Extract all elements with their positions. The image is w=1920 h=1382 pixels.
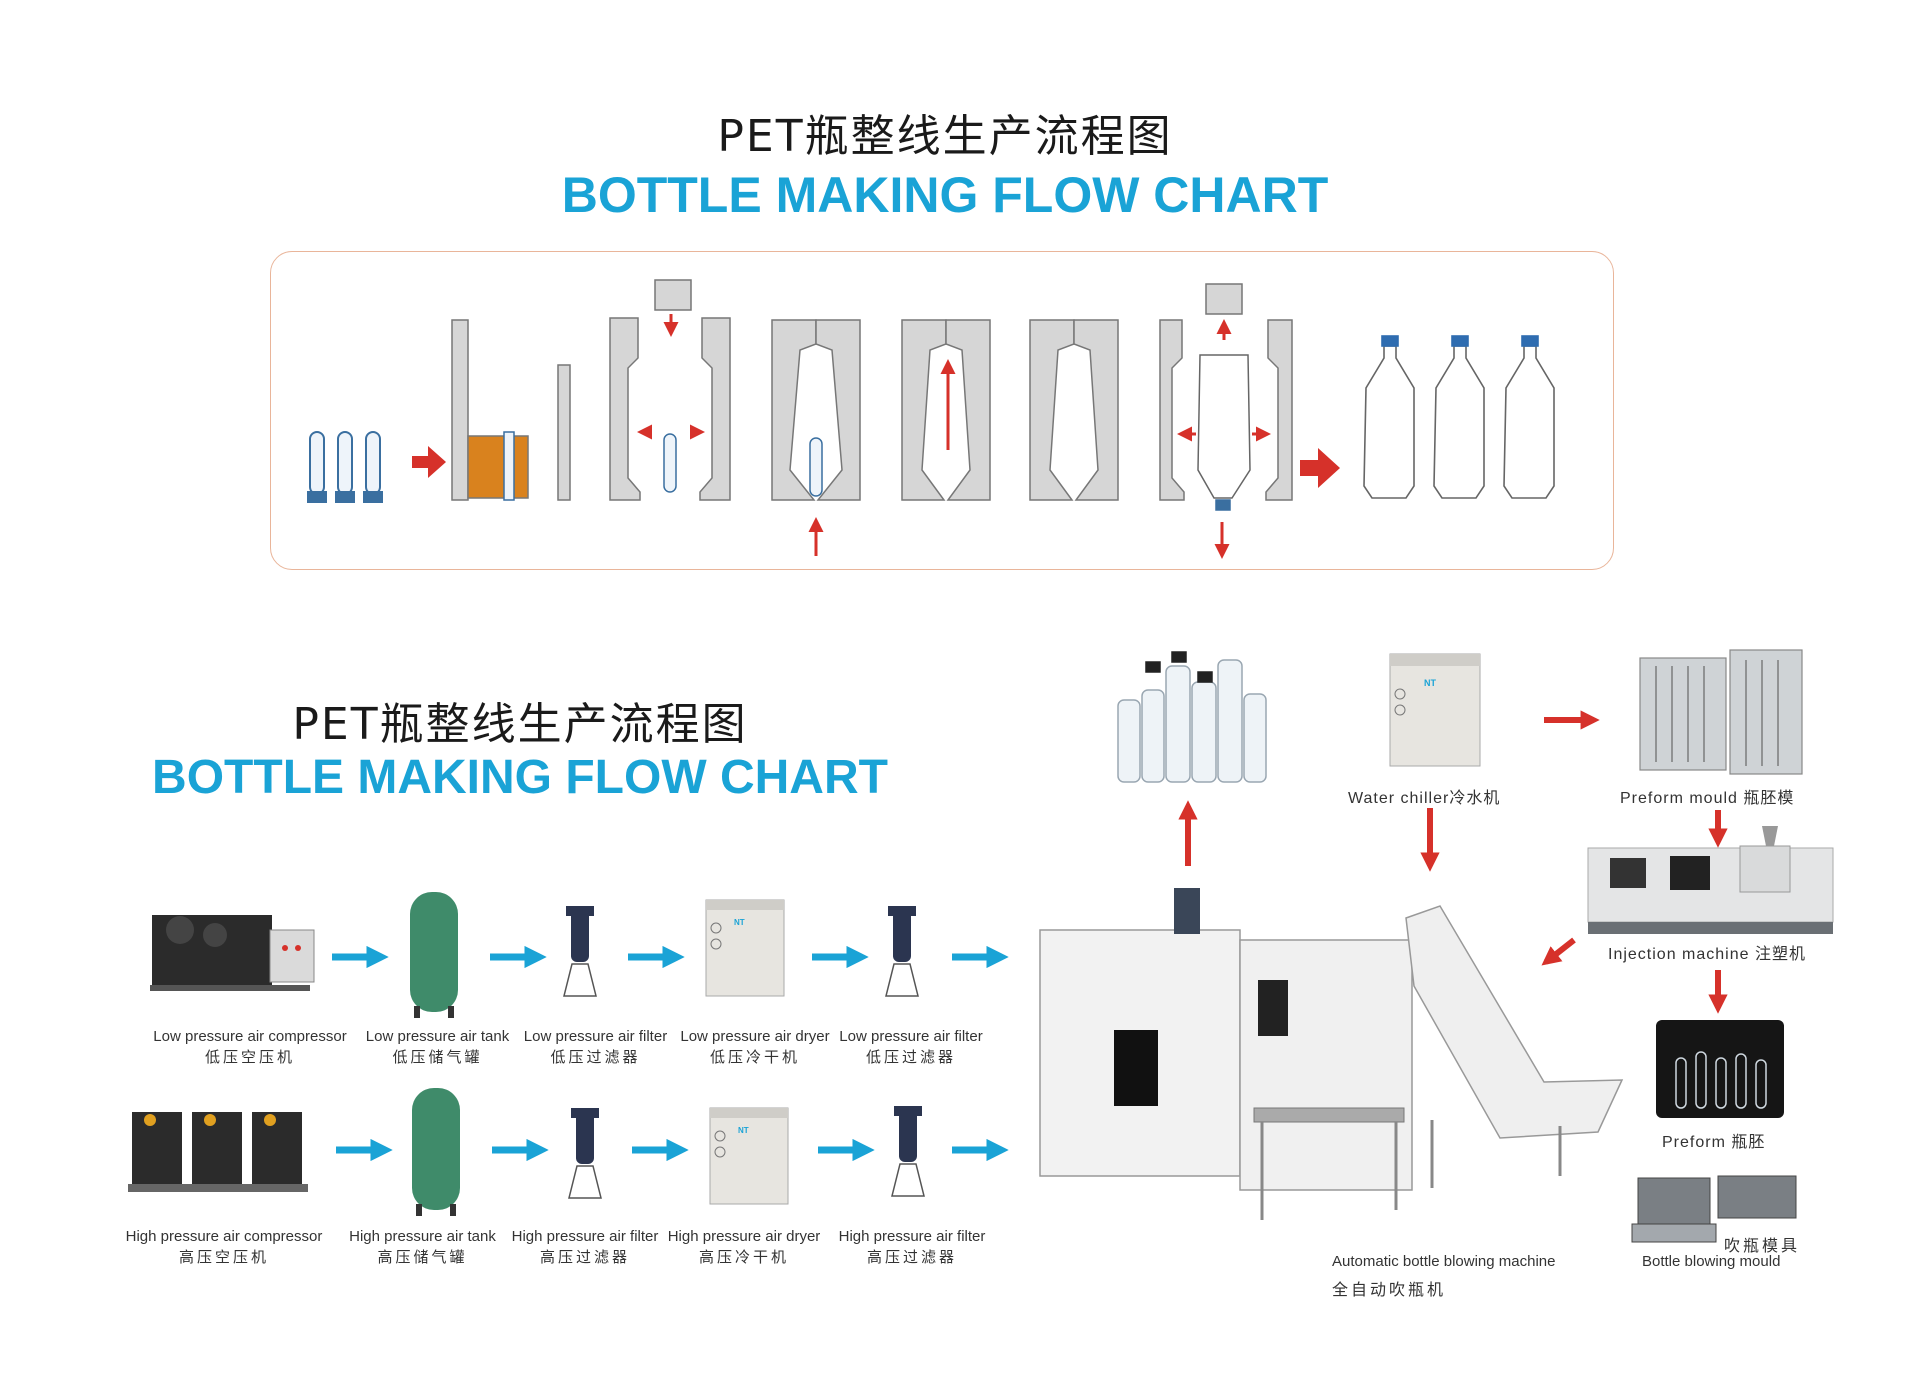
label-cn: 低压冷干机 bbox=[709, 1048, 800, 1066]
blowing-station-icon bbox=[1029, 319, 1119, 501]
preform-label: Preform 瓶胚 bbox=[1662, 1134, 1766, 1151]
label-en: Low pressure air filter bbox=[839, 1028, 983, 1045]
process-panel bbox=[270, 251, 1614, 570]
stretch-rod-icon bbox=[901, 319, 991, 501]
label-cn: 高压过滤器 bbox=[539, 1248, 630, 1266]
label-en: Low pressure air compressor bbox=[153, 1028, 347, 1045]
low-pressure-filter-label: Low pressure air filter 低压过滤器 bbox=[518, 1027, 673, 1067]
blowing-machine-label-cn: 全自动吹瓶机 bbox=[1332, 1282, 1447, 1299]
mid-title-cn: PET瓶整线生产流程图 bbox=[292, 699, 748, 750]
label-en: High pressure air compressor bbox=[125, 1228, 323, 1245]
label-en: High pressure air filter bbox=[838, 1228, 986, 1245]
high-pressure-compressor-label: High pressure air compressor 高压空压机 bbox=[124, 1227, 324, 1267]
arrow-right-icon bbox=[1300, 448, 1340, 488]
arrow-right-icon bbox=[412, 446, 446, 478]
label-cn: 高压冷干机 bbox=[698, 1248, 789, 1266]
label-cn: 高压空压机 bbox=[178, 1248, 269, 1266]
mould-closed-icon bbox=[771, 319, 861, 501]
low-pressure-dryer-label: Low pressure air dryer 低压冷干机 bbox=[675, 1027, 835, 1067]
injection-machine-icon bbox=[1587, 826, 1834, 934]
preform-icon bbox=[1656, 1020, 1784, 1118]
high-pressure-compressor-icon bbox=[128, 1112, 308, 1192]
bottle-blowing-mould-icon bbox=[1631, 1175, 1797, 1243]
mould-open-icon bbox=[609, 279, 731, 501]
high-pressure-filter-label: High pressure air filter 高压过滤器 bbox=[834, 1227, 990, 1267]
brand-badge: NT bbox=[1424, 678, 1436, 688]
high-pressure-dryer-icon bbox=[709, 1107, 789, 1205]
label-en: Low pressure air tank bbox=[365, 1028, 510, 1045]
label-en: Low pressure air filter bbox=[523, 1028, 668, 1045]
label-cn: 低压过滤器 bbox=[550, 1048, 641, 1066]
high-pressure-filter-icon bbox=[568, 1108, 602, 1199]
high-pressure-tank-icon bbox=[412, 1088, 460, 1216]
high-pressure-tank-label: High pressure air tank 高压储气罐 bbox=[340, 1227, 505, 1267]
label-cn: 高压储气罐 bbox=[377, 1248, 468, 1266]
low-pressure-filter-icon bbox=[563, 906, 597, 997]
top-title-cn: PET瓶整线生产流程图 bbox=[717, 111, 1173, 162]
preform-mould-icon bbox=[1639, 649, 1803, 775]
label-en: High pressure air tank bbox=[349, 1228, 496, 1245]
label-cn: 低压储气罐 bbox=[392, 1048, 483, 1066]
output-bottles-icon bbox=[1117, 651, 1267, 783]
high-pressure-filter-icon bbox=[891, 1106, 925, 1197]
flow-arrow-icon bbox=[1541, 937, 1576, 966]
low-pressure-compressor-label: Low pressure air compressor 低压空压机 bbox=[140, 1027, 360, 1067]
blowing-machine-icon bbox=[1039, 888, 1624, 1220]
blowing-mould-label-en: Bottle blowing mould bbox=[1642, 1253, 1781, 1270]
label-cn: 低压空压机 bbox=[204, 1048, 295, 1066]
water-chiller-label: Water chiller冷水机 bbox=[1348, 790, 1501, 807]
finished-bottles-icon bbox=[1363, 335, 1555, 499]
label-en: High pressure air dryer bbox=[667, 1228, 821, 1245]
mould-release-icon bbox=[1159, 283, 1293, 511]
blowing-machine-label-en: Automatic bottle blowing machine bbox=[1332, 1253, 1556, 1270]
top-title-en: BOTTLE MAKING FLOW CHART bbox=[561, 167, 1329, 223]
label-cn: 高压过滤器 bbox=[866, 1248, 957, 1266]
low-pressure-tank-icon bbox=[410, 892, 458, 1018]
injection-machine-label: Injection machine 注塑机 bbox=[1608, 946, 1806, 963]
label-cn: 低压过滤器 bbox=[865, 1048, 956, 1066]
mid-title-en: BOTTLE MAKING FLOW CHART bbox=[152, 751, 888, 804]
preform-mould-label: Preform mould 瓶胚模 bbox=[1620, 790, 1795, 807]
heating-station-icon bbox=[451, 319, 571, 501]
high-pressure-filter-label: High pressure air filter 高压过滤器 bbox=[510, 1227, 660, 1267]
water-chiller-icon bbox=[1389, 653, 1481, 767]
label-en: High pressure air filter bbox=[511, 1228, 659, 1245]
preforms-icon bbox=[307, 431, 383, 503]
low-pressure-compressor-icon bbox=[150, 915, 315, 991]
label-en: Low pressure air dryer bbox=[680, 1028, 830, 1045]
low-pressure-tank-label: Low pressure air tank 低压储气罐 bbox=[360, 1027, 515, 1067]
blow-moulding-process-diagram bbox=[307, 279, 1555, 559]
low-pressure-filter-label: Low pressure air filter 低压过滤器 bbox=[836, 1027, 986, 1067]
brand-badge: NT bbox=[734, 918, 745, 927]
brand-badge: NT bbox=[738, 1126, 749, 1135]
low-pressure-dryer-icon bbox=[705, 899, 785, 997]
blowing-mould-label-cn: 吹瓶模具 bbox=[1724, 1238, 1801, 1255]
low-pressure-filter-icon bbox=[885, 906, 919, 997]
high-pressure-dryer-label: High pressure air dryer 高压冷干机 bbox=[664, 1227, 824, 1267]
